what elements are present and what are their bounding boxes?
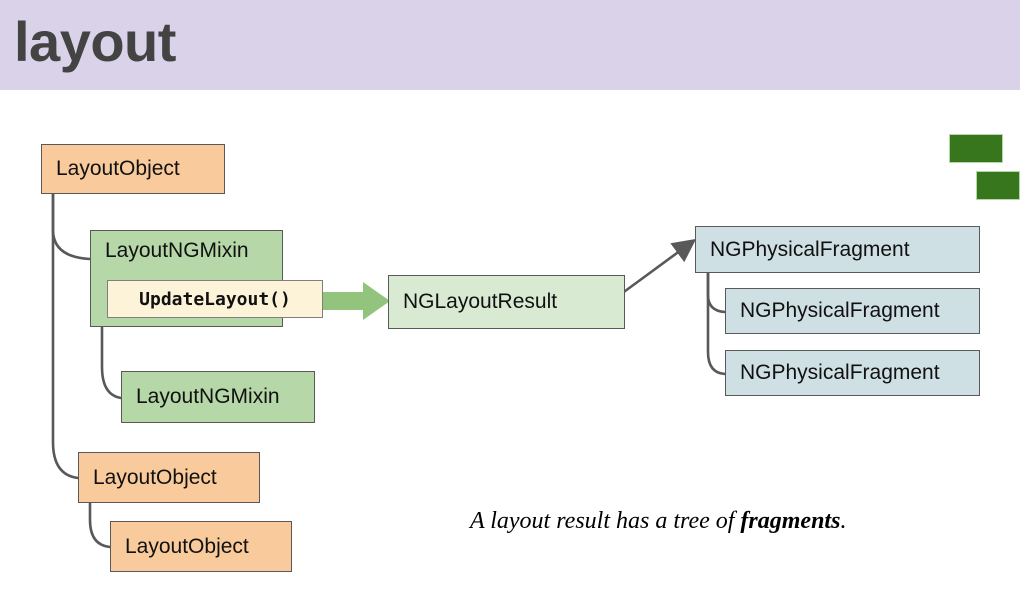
edge-lo1-ngmixin1 [51, 192, 92, 261]
edge-lo2-lo3 [88, 501, 112, 549]
node-layoutobject-3[interactable]: LayoutObject [110, 521, 292, 572]
green-block-bottom [976, 171, 1020, 200]
node-ngphysicalfragment-2[interactable]: NGPhysicalFragment [725, 288, 980, 334]
node-label: LayoutObject [125, 534, 249, 558]
diagram-caption: A layout result has a tree of fragments. [470, 508, 846, 535]
page-title: layout [14, 10, 176, 73]
node-layoutngmixin-2[interactable]: LayoutNGMixin [121, 371, 315, 423]
caption-suffix: . [840, 508, 847, 534]
node-label: NGLayoutResult [403, 290, 558, 313]
caption-prefix: A layout result has a tree of [470, 508, 741, 534]
method-updatelayout[interactable]: UpdateLayout() [107, 280, 323, 318]
node-label: NGPhysicalFragment [740, 299, 940, 322]
edge-frag1-frag2 [706, 271, 727, 314]
header-band: layout [0, 0, 1020, 90]
node-ngphysicalfragment-1[interactable]: NGPhysicalFragment [695, 226, 980, 273]
node-label: NGPhysicalFragment [740, 361, 940, 384]
node-layoutobject-2[interactable]: LayoutObject [78, 452, 260, 503]
node-layoutobject-1[interactable]: LayoutObject [41, 144, 225, 194]
method-label: UpdateLayout() [139, 288, 291, 310]
edge-lo1-lo2 [51, 192, 80, 480]
node-label: LayoutNGMixin [105, 239, 249, 262]
edge-ngmixin1-ngmixin2 [100, 325, 123, 400]
edge-frag1-frag3 [706, 271, 727, 376]
caption-emphasis: fragments [740, 508, 841, 534]
node-label: NGPhysicalFragment [710, 237, 910, 261]
node-ngphysicalfragment-3[interactable]: NGPhysicalFragment [725, 350, 980, 396]
node-nglayoutresult[interactable]: NGLayoutResult [388, 275, 625, 329]
diagram-canvas: LayoutObject LayoutNGMixin UpdateLayout(… [0, 90, 1020, 606]
node-label: LayoutObject [56, 157, 180, 180]
green-block-top [949, 134, 1003, 163]
flow-arrow [323, 282, 390, 320]
node-label: LayoutNGMixin [136, 385, 280, 408]
edge-result-frag1 [615, 238, 697, 299]
node-label: LayoutObject [93, 465, 217, 489]
